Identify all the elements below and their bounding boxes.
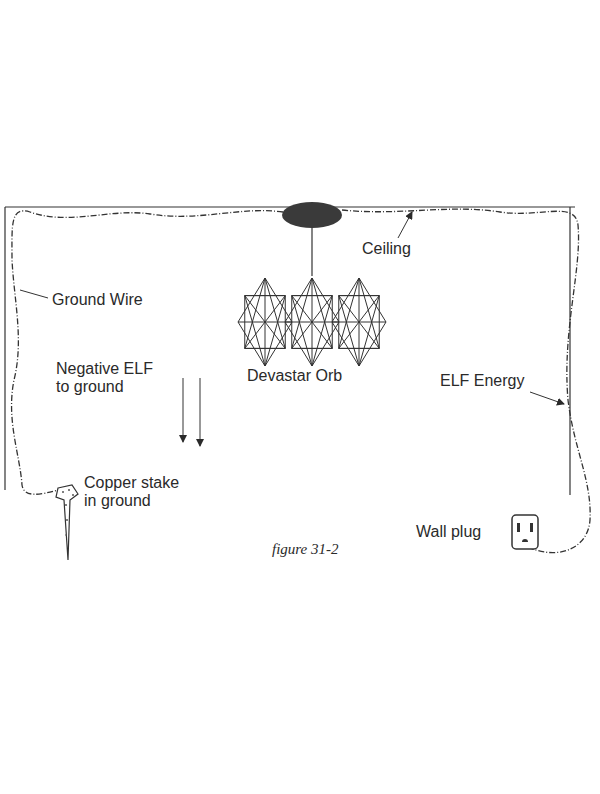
- left-wall: [4, 207, 5, 490]
- ceiling-mount: [282, 202, 342, 228]
- flow-arrow: [183, 378, 184, 442]
- orb-stroke: [292, 296, 333, 349]
- orb-stroke: [339, 296, 380, 349]
- stake-label: Copper stake in ground: [84, 474, 196, 510]
- ground-wire: [12, 211, 283, 495]
- wall-plug-label: Wall plug: [416, 523, 481, 541]
- ground-wire-label: Ground Wire: [52, 291, 143, 309]
- flow-note: Negative ELF to ground: [56, 360, 168, 396]
- orb-stroke: [285, 278, 339, 366]
- orb-stroke: [332, 278, 386, 366]
- orb-label: Devastar Orb: [247, 367, 342, 385]
- hanging-cord: [311, 228, 312, 276]
- elf-leader: [530, 392, 564, 404]
- figure-caption: figure 31-2: [272, 541, 339, 558]
- stake-texture: [62, 489, 74, 536]
- copper-stake: [56, 485, 78, 560]
- orb-stroke: [245, 296, 286, 349]
- wall-plug: [512, 515, 538, 549]
- orb-stroke: [339, 296, 380, 349]
- orb-stroke: [245, 296, 286, 349]
- ceiling-leader: [398, 212, 412, 238]
- devastar-orb: [238, 278, 386, 366]
- elf-wire: [342, 209, 590, 552]
- elf-energy-label: ELF Energy: [440, 372, 524, 390]
- orb-stroke: [238, 278, 292, 366]
- orb-stroke: [292, 296, 333, 349]
- ceiling-label: Ceiling: [362, 240, 411, 258]
- right-wall: [569, 207, 570, 495]
- flow-arrow: [200, 378, 201, 446]
- ground-wire-leader: [20, 290, 48, 298]
